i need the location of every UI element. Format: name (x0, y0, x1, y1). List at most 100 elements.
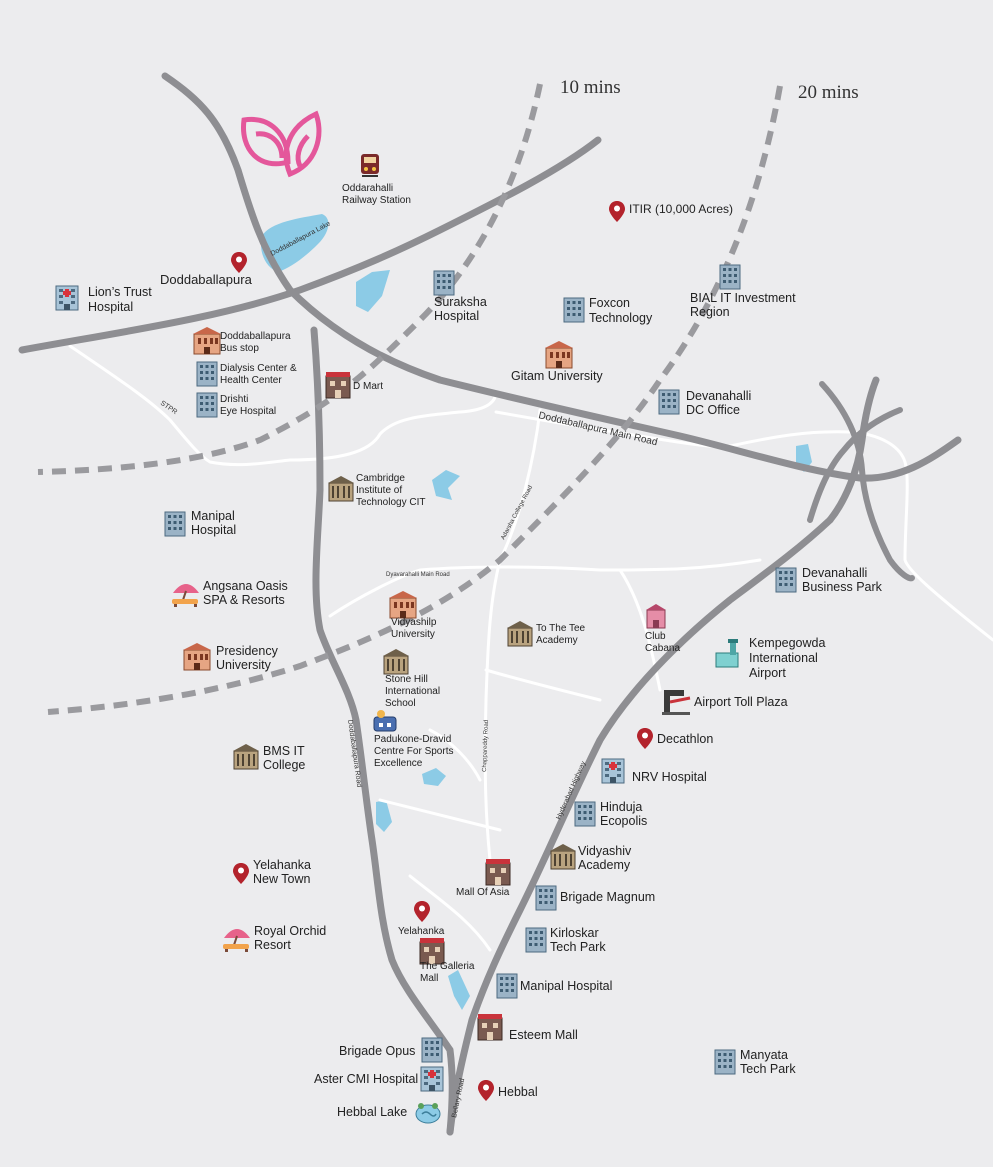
svg-text:Yelahanka: Yelahanka (398, 926, 445, 937)
travel-time-rings (37, 83, 783, 715)
poi-gitam: Gitam University (511, 340, 603, 383)
pin-icon (637, 728, 653, 749)
ring-10min (37, 83, 543, 475)
poi-brigade-magnum: Brigade Magnum (535, 885, 655, 911)
ring-20min (47, 85, 783, 715)
svg-text:NRV Hospital: NRV Hospital (632, 770, 707, 784)
poi-hebbal-lake: Hebbal Lake (337, 1103, 441, 1124)
road-label-dyavarahalli: Dyavarahalli Main Road (386, 572, 450, 578)
school-icon (544, 340, 574, 369)
poi-manipal-2: Manipal Hospital (496, 973, 612, 999)
road-label-adarsha: Adarsha College Road (500, 485, 534, 541)
hospital-icon (55, 285, 79, 311)
building-icon (433, 270, 455, 296)
building-icon (658, 389, 680, 415)
road-doddaballapura-main (161, 72, 962, 482)
building-icon (373, 710, 397, 732)
svg-text:Gitam University: Gitam University (511, 369, 603, 383)
lake-small-2 (432, 470, 460, 500)
poi-airport-toll: Airport Toll Plaza (662, 690, 788, 715)
svg-text:Brigade Opus: Brigade Opus (339, 1044, 415, 1058)
svg-text:Aster CMI Hospital: Aster CMI Hospital (314, 1072, 418, 1086)
svg-text:Mall Of Asia: Mall Of Asia (456, 887, 510, 898)
svg-text:D Mart: D Mart (353, 381, 383, 392)
poi-itir: ITIR (10,000 Acres) (609, 201, 733, 222)
ring-label-20: 20 mins (798, 82, 859, 103)
mall-icon (477, 1013, 503, 1041)
building-icon (646, 604, 666, 629)
pin-icon (609, 201, 625, 222)
poi-doddaballapura: Doddaballapura (160, 252, 253, 287)
hospital-icon (196, 361, 218, 387)
svg-text:Hebbal: Hebbal (498, 1085, 538, 1099)
poi-brigade-opus: Brigade Opus (339, 1037, 443, 1063)
poi-nrv: NRV Hospital (601, 758, 707, 784)
pin-icon (478, 1080, 494, 1101)
svg-text:Manipal Hospital: Manipal Hospital (520, 979, 612, 993)
hospital-icon (420, 1066, 444, 1092)
resort-icon (171, 583, 200, 608)
pin-icon (414, 901, 430, 922)
building-icon (719, 264, 741, 290)
school-icon (549, 843, 577, 870)
school-icon (388, 590, 418, 619)
lake-small-1 (356, 270, 390, 312)
road-bellary-hyderabad (446, 516, 834, 1136)
building-icon (563, 297, 585, 323)
doddaballapura-lake (260, 214, 329, 272)
school-icon (506, 620, 534, 647)
building-icon (714, 1049, 736, 1075)
ring-label-10: 10 mins (560, 77, 621, 98)
school-icon (382, 648, 410, 675)
building-icon (525, 927, 547, 953)
svg-text:Airport Toll Plaza: Airport Toll Plaza (694, 695, 788, 709)
airport-icon (715, 639, 739, 668)
poi-decathlon: Decathlon (637, 728, 713, 749)
building-icon (421, 1037, 443, 1063)
toll-icon (662, 690, 691, 715)
poi-dmart: D Mart (325, 371, 383, 399)
poi-dialysis: Dialysis Center &Health Center (196, 361, 297, 387)
school-icon (232, 743, 260, 770)
